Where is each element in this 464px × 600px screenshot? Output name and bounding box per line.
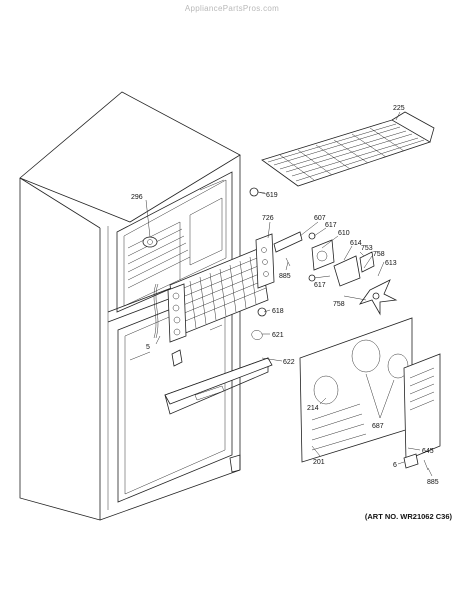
callout-296: 296 (131, 194, 143, 201)
callout-885-right: 885 (427, 479, 439, 486)
callout-618: 618 (272, 308, 284, 315)
callout-614: 614 (350, 240, 362, 247)
callout-201: 201 (313, 459, 325, 466)
callout-214: 214 (307, 405, 319, 412)
callout-617-top: 617 (325, 222, 337, 229)
wire-shelf-225 (261, 111, 435, 187)
callout-758-bottom: 758 (333, 301, 345, 308)
art-number: (ART NO. WR21062 C36) (364, 512, 452, 521)
callout-labels: 225 296 619 726 607 617 610 885 614 753 … (131, 105, 439, 486)
wire-harness-part (153, 283, 183, 367)
callout-885-left: 885 (279, 273, 291, 280)
grommet-618-part (257, 307, 267, 317)
fan-motor-assembly (273, 231, 398, 316)
callout-622: 622 (283, 359, 295, 366)
callout-758-top: 758 (373, 251, 385, 258)
callout-645: 645 (422, 448, 434, 455)
evaporator-coil (167, 233, 275, 343)
clip-619-part (249, 187, 266, 197)
callout-610: 610 (338, 230, 350, 237)
watermark-text: AppliancePartsPros.com (184, 4, 280, 13)
leader-lines (145, 111, 433, 477)
callout-726: 726 (262, 215, 274, 222)
callout-6: 6 (393, 462, 397, 469)
callout-225: 225 (393, 105, 405, 112)
callout-621: 621 (272, 332, 284, 339)
evaporator-cover-201 (299, 317, 413, 463)
refrigerator-cabinet (19, 91, 273, 521)
callout-753: 753 (361, 245, 373, 252)
callout-5: 5 (146, 344, 150, 351)
callout-607: 607 (314, 215, 326, 222)
sensor-296-part (142, 236, 158, 248)
callout-613: 613 (385, 260, 397, 267)
callout-619: 619 (266, 192, 278, 199)
callout-687: 687 (372, 423, 384, 430)
callout-617-bottom: 617 (314, 282, 326, 289)
fan-shroud-645 (403, 353, 441, 461)
clip-621-part (251, 330, 263, 340)
bracket-6-part (403, 453, 429, 471)
